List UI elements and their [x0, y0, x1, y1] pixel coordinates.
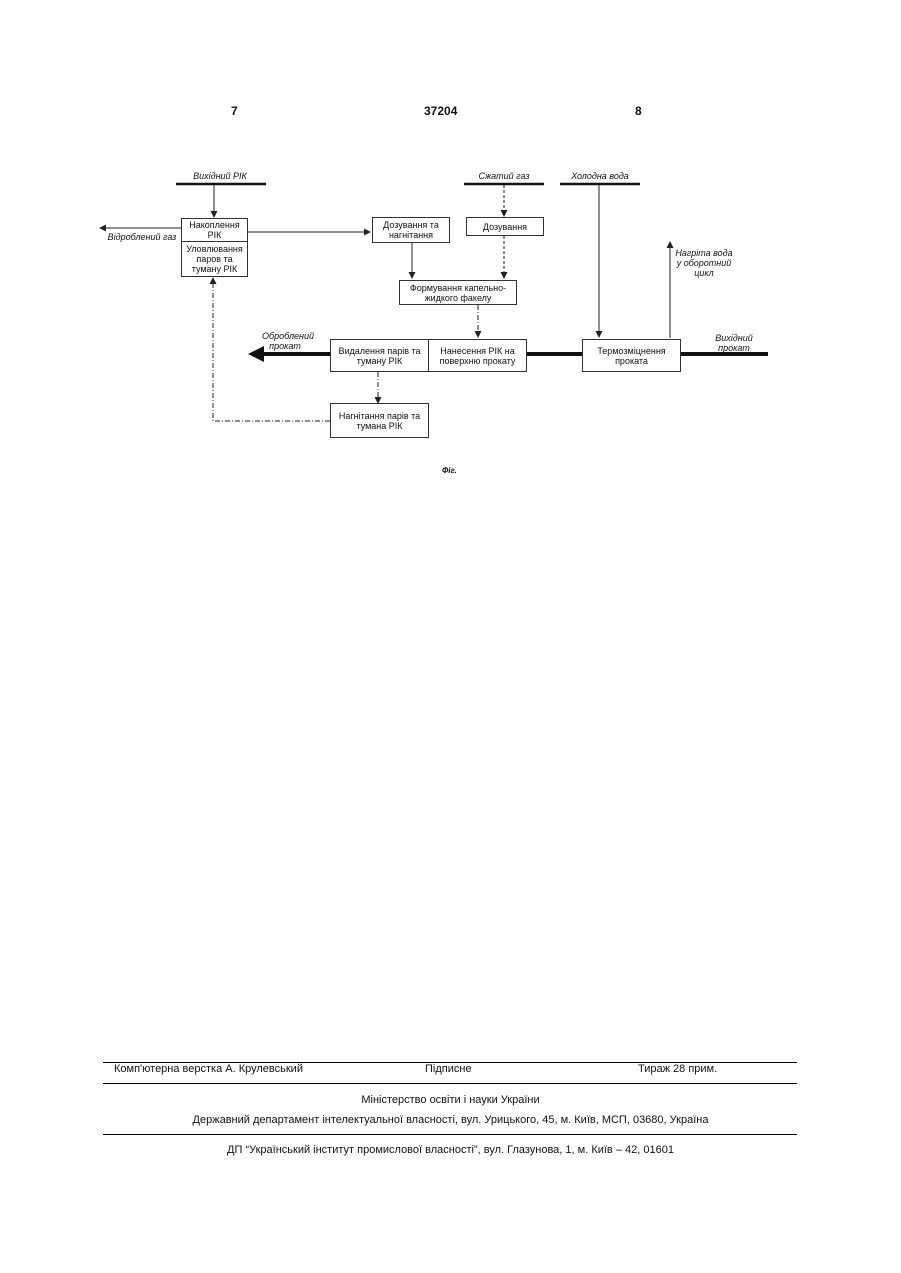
process-flow-diagram [0, 0, 901, 500]
subscription-note: Підписне [425, 1063, 472, 1076]
removal-box: Видалення парів та туману РІК [330, 339, 429, 372]
input-rik-label: Вихідний РІК [180, 171, 260, 181]
injection-box: Нагнітання парів та тумана РІК [330, 403, 429, 438]
compressed-gas-label: Сжатий газ [466, 171, 542, 181]
accumulation-box: Накоплення РІК [181, 218, 248, 242]
forming-box: Формування капельно-жидкого факелу [399, 280, 517, 305]
ministry-line: Міністерство освіти і науки України [0, 1094, 901, 1107]
capture-box: Уловлювання паров та туману РІК [181, 241, 248, 277]
input-rolled-label: Вихідний прокат [706, 333, 762, 353]
footer-rule-bottom [103, 1134, 797, 1135]
treated-rolled-label: Оброблений прокат [262, 331, 308, 351]
dosing-injection-box: Дозування та нагнітання [372, 217, 450, 243]
thermo-box: Термозміцнення проката [582, 339, 681, 372]
circulation-note: Тираж 28 прим. [638, 1063, 717, 1076]
waste-gas-label: Відроблений газ [102, 232, 182, 242]
footer-rule-middle [103, 1083, 797, 1084]
dosing-box: Дозування [466, 217, 544, 236]
figure-caption: Фіг. [442, 466, 457, 475]
institute-line: ДП “Український інститут промислової вла… [0, 1144, 901, 1157]
application-box: Нанесення РІК на поверхню прокату [428, 339, 527, 372]
cold-water-label: Холодна вода [562, 171, 638, 181]
heated-water-label: Нагріта вода у оборотний цикл [672, 248, 736, 278]
typesetting-credit: Комп'ютерна верстка А. Крулевський [114, 1063, 303, 1076]
department-line: Державний департамент інтелектуальної вл… [0, 1114, 901, 1127]
